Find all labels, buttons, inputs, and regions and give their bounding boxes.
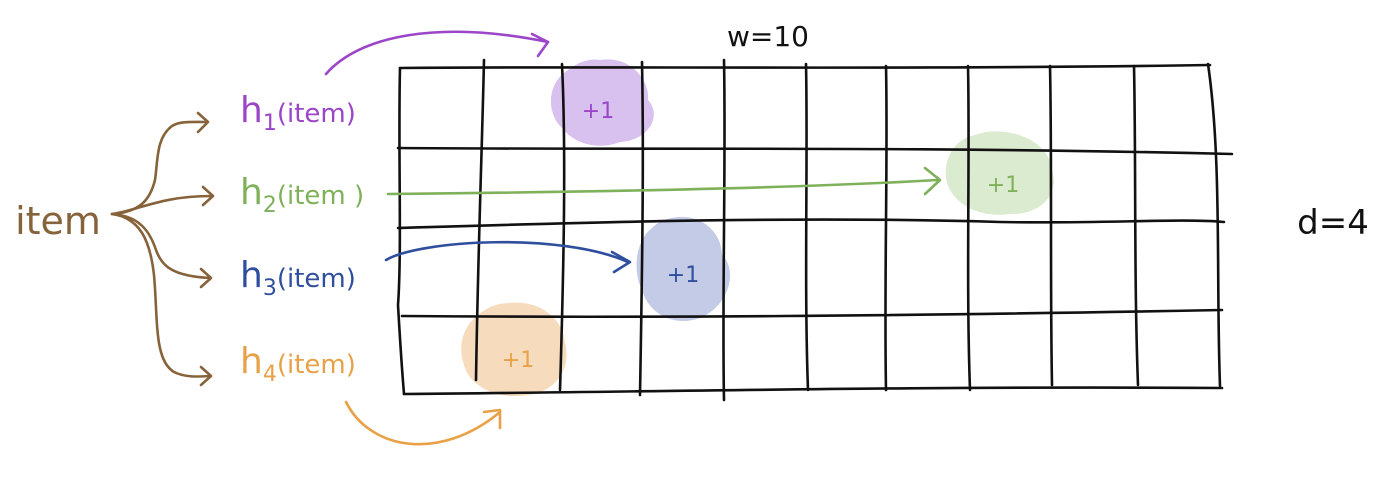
fanout-arrowhead-h2 [201, 185, 215, 207]
h3-arrow [384, 240, 632, 274]
h1-arrow-curve [324, 30, 550, 76]
h4-symbol: h [240, 341, 263, 382]
h1-label: h1(item) [240, 90, 356, 136]
h1-arrow [324, 30, 550, 76]
grid-line-col4 [722, 58, 726, 402]
h3-target-blob [636, 216, 731, 322]
h2-subscript: 2 [263, 193, 277, 218]
h4-target-blob [461, 302, 567, 397]
grid-line-col8 [1048, 64, 1054, 387]
grid-line-col10 [1206, 62, 1222, 388]
h4-label: h4(item) [240, 341, 356, 387]
input-item-label: item [15, 199, 101, 243]
grid-line-col0 [396, 66, 406, 396]
h4-argument: (item) [277, 350, 356, 380]
input-fanout-arrows [110, 111, 215, 387]
h1-argument: (item) [277, 99, 356, 129]
grid-line-row1 [396, 146, 1234, 156]
h2-increment-label: +1 [987, 173, 1019, 198]
grid-line-col9 [1132, 64, 1140, 387]
grid-line-col6 [884, 64, 888, 392]
h3-increment-label: +1 [667, 263, 699, 288]
h3-symbol: h [240, 255, 263, 296]
h3-arrow-curve [384, 240, 630, 264]
grid-line-row3 [400, 308, 1224, 319]
h4-arrow [344, 400, 502, 446]
h4-arrow-curve [344, 400, 502, 446]
fanout-arrowhead-h3 [199, 267, 213, 289]
grid-line-col5 [804, 62, 810, 392]
h3-arrowhead [610, 250, 632, 274]
grid-line-row2 [396, 218, 1226, 230]
fanout-to-h3 [110, 212, 212, 280]
h1-subscript: 1 [263, 111, 277, 136]
h1-symbol: h [240, 90, 263, 131]
fanout-arrowhead-h4 [199, 365, 213, 387]
h3-label: h3(item) [240, 255, 356, 301]
grid-line-col1 [474, 58, 486, 382]
h3-argument: (item) [277, 264, 356, 294]
depth-label: d=4 [1297, 203, 1369, 243]
h3-subscript: 3 [263, 276, 277, 301]
hash-blobs [461, 59, 1054, 397]
h4-subscript: 4 [263, 362, 277, 387]
h1-increment-label: +1 [582, 99, 614, 124]
grid-line-col2 [558, 62, 566, 392]
width-label: w=10 [727, 20, 809, 53]
fanout-to-h4 [110, 212, 212, 378]
grid-line-col7 [966, 64, 972, 392]
h4-increment-label: +1 [502, 348, 534, 373]
h4-arrowhead [482, 408, 502, 430]
h2-arrow-line [386, 178, 940, 196]
h1-target-blob [550, 59, 654, 146]
h2-arrowhead [923, 166, 942, 196]
h2-argument: (item ) [277, 181, 364, 211]
h2-target-blob [945, 131, 1054, 215]
h2-arrow [386, 166, 942, 196]
h2-label: h2(item ) [240, 172, 364, 218]
grid-line-col3 [638, 60, 645, 397]
grid-line-bottom [402, 386, 1224, 396]
h1-arrowhead [530, 32, 550, 58]
fanout-to-h1 [110, 120, 207, 216]
grid-line-top [398, 63, 1212, 70]
h2-symbol: h [240, 172, 263, 213]
sketch-grid [396, 58, 1234, 402]
fanout-arrowhead-h1 [196, 111, 210, 134]
fanout-to-h2 [110, 194, 214, 216]
